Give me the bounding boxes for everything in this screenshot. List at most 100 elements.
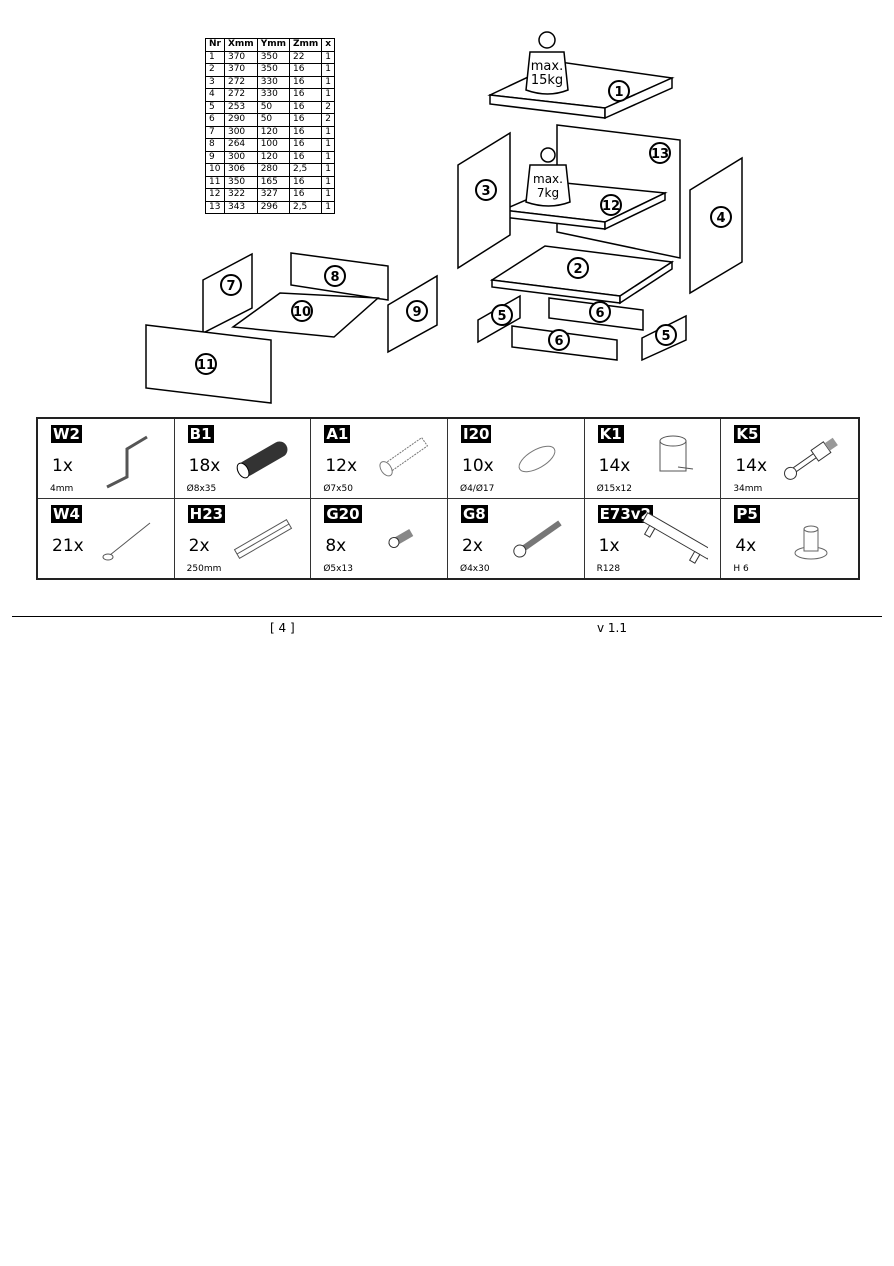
cam-lock-icon — [659, 435, 694, 472]
table-cell: 2,5 — [288, 200, 323, 214]
hardware-size: Ø8x35 — [186, 484, 217, 494]
table-cell: 2 — [321, 113, 336, 127]
weight-label-line2: 15kg — [531, 73, 563, 88]
hardware-quantity: 8x — [325, 535, 347, 556]
label-number: 1 — [614, 85, 623, 100]
weight-15kg-icon: max. 15kg — [525, 31, 569, 95]
label-circle — [195, 353, 217, 375]
label-number: 13 — [651, 147, 669, 162]
hardware-code: K5 — [734, 425, 761, 443]
label-circle — [475, 179, 497, 201]
part-label-p2: 2 — [567, 257, 589, 279]
label-number: 6 — [595, 306, 604, 321]
weight-label-line2: 7kg — [537, 186, 559, 200]
allen-key-icon — [105, 435, 148, 489]
hardware-quantity: 10x — [462, 456, 494, 476]
hardware-size: Ø7x50 — [323, 484, 353, 494]
label-number: 6 — [554, 334, 563, 349]
label-circle — [548, 329, 570, 351]
label-number: 5 — [497, 309, 506, 324]
cover-cap-icon — [518, 445, 556, 473]
hardware-code: I20 — [461, 425, 492, 443]
part-1-top-panel — [487, 61, 675, 120]
hardware-size: Ø4x30 — [460, 563, 490, 574]
part-label-p7: 7 — [220, 274, 242, 296]
label-circle — [567, 257, 589, 279]
label-number: 5 — [661, 329, 670, 344]
part-label-p5b: 5 — [655, 324, 677, 346]
label-number: 9 — [412, 305, 421, 320]
label-circle — [491, 304, 513, 326]
wood-screw-icon — [512, 519, 562, 558]
table-header: x — [321, 38, 336, 52]
cam-bolt-icon — [784, 437, 838, 480]
dowel-icon — [237, 441, 288, 479]
table-cell: 6 — [205, 113, 225, 127]
table-cell: 16 — [288, 88, 323, 102]
handle-icon — [642, 511, 709, 564]
page-number: [ 4 ] — [270, 621, 295, 635]
part-label-p6a: 6 — [589, 301, 611, 323]
hardware-size: 34mm — [733, 484, 763, 494]
part-label-p13: 13 — [649, 142, 671, 164]
part-label-p1: 1 — [608, 80, 630, 102]
label-circle — [324, 265, 346, 287]
short-screw-icon — [388, 528, 414, 548]
table-cell: 1 — [321, 200, 336, 214]
table-cell: 1 — [321, 138, 336, 152]
hardware-size: Ø15x12 — [596, 484, 632, 494]
hardware-code: G8 — [461, 504, 488, 523]
part-label-p11: 11 — [195, 353, 217, 375]
part-label-p8: 8 — [324, 265, 346, 287]
label-number: 11 — [197, 358, 215, 373]
confirmat-screw-icon — [379, 437, 429, 477]
nail-icon — [102, 522, 150, 560]
label-circle — [600, 194, 622, 216]
hardware-quantity: 2x — [462, 535, 483, 556]
table-cell: 4 — [205, 88, 225, 102]
hardware-size: 250mm — [186, 563, 222, 574]
hardware-code: E73v2 — [597, 504, 653, 523]
label-number: 12 — [602, 199, 620, 214]
hardware-quantity: 21x — [52, 535, 84, 556]
table-cell: 2 — [205, 63, 225, 77]
hardware-size: Ø5x13 — [323, 563, 353, 574]
hardware-quantity: 1x — [598, 535, 620, 556]
foot-glide-icon — [794, 525, 828, 559]
label-circle — [710, 206, 732, 228]
label-circle — [291, 300, 313, 322]
hardware-code: B1 — [187, 425, 214, 443]
table-cell: 10 — [205, 163, 225, 177]
hardware-quantity: 2x — [188, 535, 210, 556]
label-circle — [608, 80, 630, 102]
label-number: 8 — [330, 270, 339, 285]
hardware-code: A1 — [324, 425, 351, 443]
version-label: v 1.1 — [597, 621, 627, 635]
table-cell: 16 — [288, 63, 323, 77]
part-label-p6b: 6 — [548, 329, 570, 351]
drawer-slide-icon — [234, 518, 293, 559]
part-label-p5a: 5 — [491, 304, 513, 326]
hardware-quantity: 18x — [188, 456, 221, 476]
label-circle — [220, 274, 242, 296]
